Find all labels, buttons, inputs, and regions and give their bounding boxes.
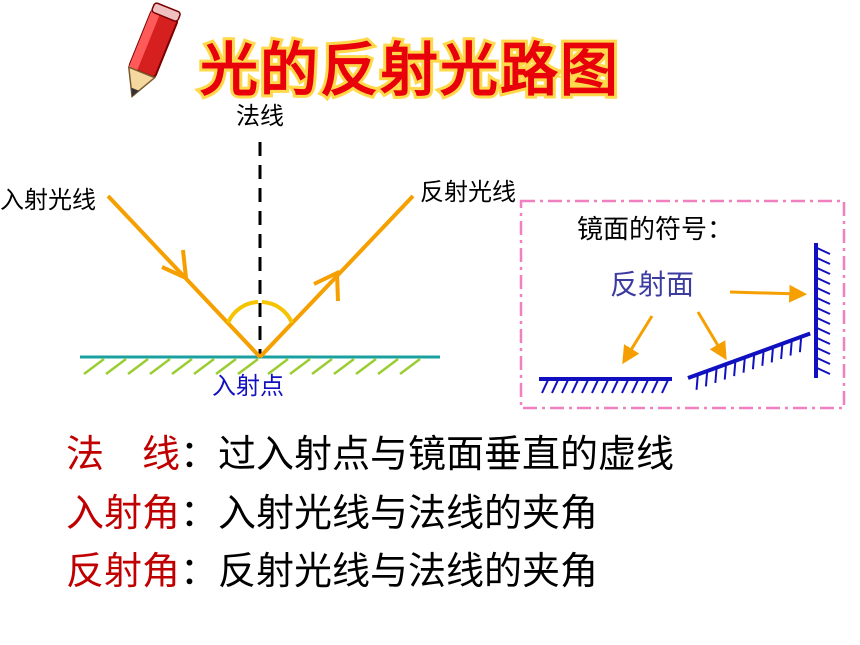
reflected-ray-label: 反射光线 [420, 178, 516, 206]
definition-colon: ： [180, 549, 219, 593]
normal-label: 法线 [236, 102, 284, 130]
definition-colon: ： [180, 491, 219, 535]
definition-desc: 过入射点与镜面垂直的虚线 [218, 432, 675, 476]
definition-normal: 法 线：过入射点与镜面垂直的虚线 [66, 432, 674, 476]
definition-desc: 入射光线与法线的夹角 [218, 491, 599, 535]
page-title: 光的反射光路图 [200, 36, 620, 104]
definition-incidence-angle: 入射角：入射光线与法线的夹角 [66, 491, 598, 535]
mirror-hatching [83, 358, 421, 375]
incident-ray-arrow [161, 249, 189, 282]
definition-colon: ： [180, 432, 219, 476]
definition-term: 入射角 [66, 491, 181, 535]
pencil-icon [127, 2, 181, 98]
definition-reflection-angle: 反射角：反射光线与法线的夹角 [66, 549, 598, 593]
definition-desc: 反射光线与法线的夹角 [218, 549, 599, 593]
mirror-symbol-vertical [814, 243, 831, 378]
mirror-symbol-heading: 镜面的符号： [577, 215, 733, 245]
reflect-surface-label: 反射面 [610, 268, 694, 301]
definition-term: 法 线 [66, 432, 181, 476]
reflected-ray-arrow [313, 269, 340, 302]
reflection-angle-arc [261, 300, 294, 324]
mirror-symbol-horizontal [539, 377, 672, 394]
incident-ray-label: 入射光线 [0, 186, 96, 214]
mirror-symbol-tilted [687, 331, 811, 390]
incidence-point-label: 入射点 [212, 372, 284, 400]
mirror-symbol-box [519, 199, 846, 410]
definition-term: 反射角 [66, 549, 181, 593]
arrow-icon [622, 284, 808, 365]
incidence-angle-arc [226, 300, 259, 324]
